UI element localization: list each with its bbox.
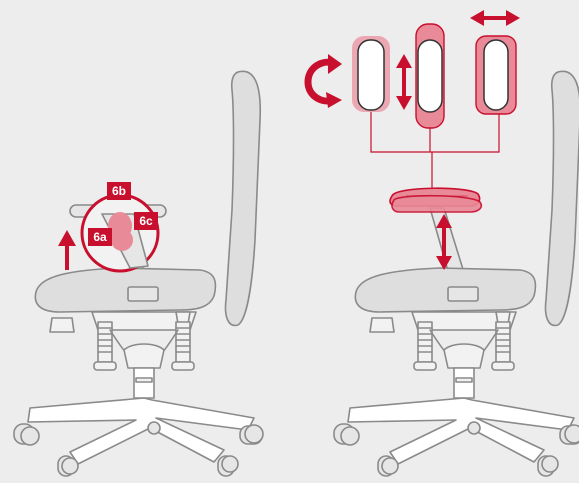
arrow-up-icon: [58, 230, 76, 270]
pad-view-width: [475, 35, 517, 115]
base-right: [347, 397, 575, 465]
lever-knob: [108, 212, 133, 251]
double-arrow-vertical-icon: [396, 54, 412, 110]
chair-right: [333, 70, 579, 477]
svg-text:6a: 6a: [93, 230, 107, 244]
lever-magnifier: 6b 6a 6c: [80, 182, 160, 273]
armrest-pad-highlighted: [389, 187, 483, 213]
svg-text:6c: 6c: [139, 214, 153, 228]
double-arrow-horizontal-icon: [470, 10, 520, 26]
seat-left: [34, 267, 217, 313]
backrest-left: [224, 70, 262, 327]
backrest-right: [544, 70, 579, 327]
rotate-arrow-icon: [304, 54, 342, 108]
chair-left: [13, 70, 264, 477]
pad-view-height: [415, 23, 445, 129]
label-6a: 6a: [88, 228, 112, 246]
double-arrow-vertical-icon: [436, 214, 452, 270]
seat-right: [354, 267, 537, 313]
label-6b: 6b: [107, 182, 131, 200]
pad-view-rotate: [352, 36, 390, 112]
label-6c: 6c: [134, 212, 158, 230]
base-left: [27, 397, 255, 465]
svg-text:6b: 6b: [112, 184, 126, 198]
